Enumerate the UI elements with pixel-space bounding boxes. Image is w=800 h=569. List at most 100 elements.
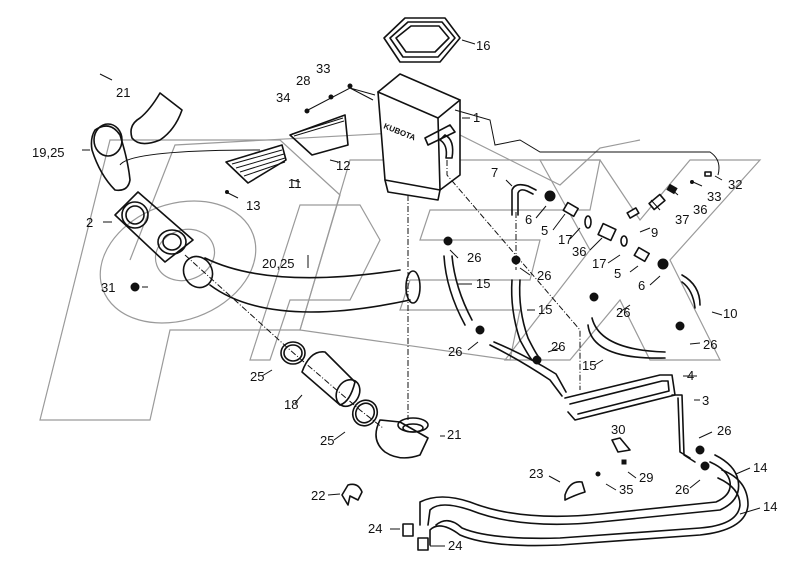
callout-22: 22 xyxy=(311,488,325,503)
oring-17-b xyxy=(620,235,628,247)
callout-16: 16 xyxy=(476,38,490,53)
bolt-33-a xyxy=(347,83,353,89)
callout-1: 1 xyxy=(473,110,480,125)
part-19-hose xyxy=(90,123,131,192)
fitting-37 xyxy=(648,193,666,211)
cap-24-a xyxy=(402,523,414,537)
callout-6-b: 6 xyxy=(638,278,645,293)
callout-26-g: 26 xyxy=(717,423,731,438)
callout-21: 21 xyxy=(116,85,130,100)
callout-26-c: 26 xyxy=(616,305,630,320)
callout-ticks xyxy=(261,205,761,547)
callout-26-d: 26 xyxy=(703,337,717,352)
bolt-35 xyxy=(595,471,601,477)
callout-11: 11 xyxy=(288,176,302,191)
part-10-hose xyxy=(681,274,701,309)
callout-9: 9 xyxy=(651,225,658,240)
callout-32: 32 xyxy=(728,177,742,192)
callout-28: 28 xyxy=(296,73,310,88)
callout-33: 33 xyxy=(316,61,330,76)
part-20-pipe xyxy=(182,255,421,313)
callout-12: 12 xyxy=(336,158,350,173)
callout-33-b: 33 xyxy=(707,189,721,204)
callout-14-a: 14 xyxy=(753,460,767,475)
callout-26-h: 26 xyxy=(675,482,689,497)
callout-30: 30 xyxy=(611,422,625,437)
callout-29: 29 xyxy=(639,470,653,485)
callout-13: 13 xyxy=(246,198,260,213)
callout-36-a: 36 xyxy=(693,202,707,217)
callout-5-b: 5 xyxy=(614,266,621,281)
callout-15-b: 15 xyxy=(538,302,552,317)
callout-26-e: 26 xyxy=(448,344,462,359)
part-12-screen xyxy=(289,114,349,156)
callout-37: 37 xyxy=(675,212,689,227)
callout-24-a: 24 xyxy=(368,521,382,536)
part-1-air-box: KUBOTA xyxy=(377,73,461,201)
callout-26-b: 26 xyxy=(537,268,551,283)
callout-3: 3 xyxy=(702,393,709,408)
clamp-26-g xyxy=(695,445,705,455)
screw-13 xyxy=(225,190,229,194)
callout-18: 18 xyxy=(284,397,298,412)
callout-36-b: 36 xyxy=(572,244,586,259)
callout-17-a: 17 xyxy=(558,232,572,247)
callout-5-a: 5 xyxy=(541,223,548,238)
part-11-screen xyxy=(225,144,287,184)
callout-2: 2 xyxy=(86,215,93,230)
fitting-5-b xyxy=(633,246,650,263)
fitting-9 xyxy=(626,207,640,219)
fitting-5-a xyxy=(562,201,579,218)
clamp-26-f xyxy=(532,355,542,365)
nut-32 xyxy=(704,171,712,177)
callout-24-b: 24 xyxy=(448,538,462,553)
clip-23 xyxy=(564,480,586,501)
callout-20-25: 20,25 xyxy=(262,256,295,271)
part-15-hose-a xyxy=(443,255,473,326)
cap-6-b xyxy=(657,258,669,270)
callout-17-b: 17 xyxy=(592,256,606,271)
callout-6-a: 6 xyxy=(525,212,532,227)
part-14-hose-a xyxy=(419,454,740,526)
callout-7: 7 xyxy=(491,165,498,180)
callout-26-f: 26 xyxy=(551,339,565,354)
part-25-ring-b xyxy=(351,399,379,427)
clamp-26-c xyxy=(589,292,599,302)
part-21-elbow-bottom xyxy=(375,417,429,459)
cap-24-b xyxy=(417,537,429,551)
part-14-hose-b xyxy=(429,469,749,547)
part-2-bracket xyxy=(114,191,194,263)
cap-6-a xyxy=(544,190,556,202)
clamp-26-a xyxy=(443,236,453,246)
part-3-pipe xyxy=(489,341,696,463)
callout-25-b: 25 xyxy=(320,433,334,448)
callout-34: 34 xyxy=(276,90,290,105)
callout-15-c: 15 xyxy=(582,358,596,373)
part-7-hose xyxy=(511,183,537,216)
callout-15-a: 15 xyxy=(476,276,490,291)
fitting-36-a xyxy=(597,222,617,242)
nut-31 xyxy=(130,282,140,292)
clamp-26-d xyxy=(675,321,685,331)
callout-19-25: 19,25 xyxy=(32,145,65,160)
callout-23: 23 xyxy=(529,466,543,481)
callout-35: 35 xyxy=(619,482,633,497)
part-18-cylinder xyxy=(301,351,361,408)
clip-22 xyxy=(341,483,363,506)
callout-31: 31 xyxy=(101,280,115,295)
bracket-30 xyxy=(611,437,631,453)
washer-29 xyxy=(621,459,627,465)
watermark xyxy=(39,129,762,421)
callout-10: 10 xyxy=(723,306,737,321)
clamp-26-e xyxy=(475,325,485,335)
part-21-elbow-top xyxy=(130,92,183,145)
callout-25-a: 25 xyxy=(250,369,264,384)
part-15-hose-c xyxy=(587,317,666,359)
clamp-26-h xyxy=(700,461,710,471)
part-4-pipe xyxy=(564,374,676,421)
callout-26-a: 26 xyxy=(467,250,481,265)
leader-lines xyxy=(82,39,723,429)
part-15-hose-b xyxy=(510,279,539,361)
callout-14-b: 14 xyxy=(763,499,777,514)
